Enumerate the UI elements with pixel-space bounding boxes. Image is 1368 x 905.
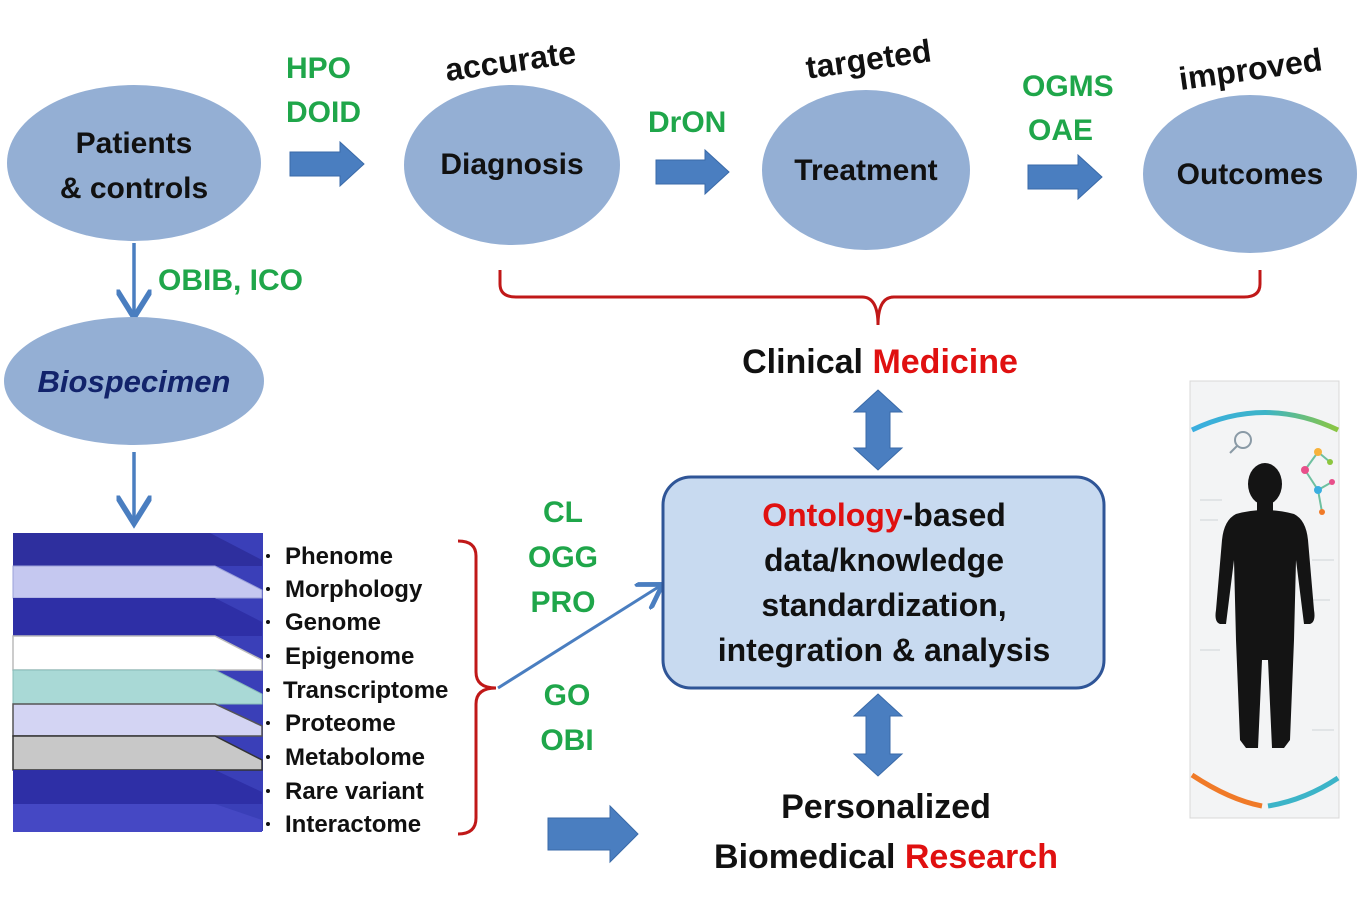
omics-label: Rare variant <box>285 778 424 805</box>
omics-label: Phenome <box>285 543 393 570</box>
omics-labels: Phenome Morphology Genome Epigenome Tran… <box>266 543 448 838</box>
arrow-omics-to-ontology-box <box>497 586 660 690</box>
omics-label: Metabolome <box>285 744 425 771</box>
qualifier-targeted: targeted <box>803 32 933 85</box>
layer-morphology <box>12 565 263 599</box>
omics-label: Genome <box>285 609 381 636</box>
omics-label: Interactome <box>285 811 421 838</box>
diagnosis-label: Diagnosis <box>440 148 583 181</box>
arrow-patients-to-diagnosis <box>289 140 365 188</box>
outcomes-label: Outcomes <box>1177 158 1324 191</box>
outcomes-node <box>1143 95 1357 253</box>
omics-label: Proteome <box>285 710 396 737</box>
magnifier-icon <box>1229 431 1252 454</box>
qualifier-accurate: accurate <box>443 34 578 88</box>
human-image-panel <box>1189 380 1340 819</box>
ontology-obi: OBI <box>540 724 593 757</box>
arrow-to-research <box>547 804 639 864</box>
biospecimen-node <box>4 317 264 445</box>
layer-genome <box>13 598 262 636</box>
ontology-dron: DrON <box>648 106 726 139</box>
double-arrow-ontology-research <box>852 693 904 777</box>
layer-epigenome <box>12 635 263 671</box>
clinical-bracket <box>498 270 1262 326</box>
patients-label-line1: Patients <box>76 127 193 160</box>
omics-label: Transcriptome <box>283 677 448 704</box>
clinical-medicine-title: Clinical Medicine <box>742 343 1018 381</box>
diagnosis-node <box>404 85 620 245</box>
research-line1: Personalized <box>781 788 991 826</box>
clinical-highlight: Medicine <box>872 343 1017 381</box>
biospecimen-label: Biospecimen <box>38 364 231 399</box>
ontology-obib-ico: OBIB, ICO <box>158 264 303 297</box>
treatment-label: Treatment <box>794 154 937 187</box>
ontology-hpo: HPO <box>286 52 351 85</box>
layer-transcriptome <box>12 669 263 705</box>
research-highlight: Research <box>905 838 1058 876</box>
research-prefix: Biomedical <box>714 838 905 876</box>
molecule-icon <box>1301 448 1335 515</box>
omics-layer-stack <box>12 533 263 832</box>
ontology-box-line4: integration & analysis <box>718 632 1051 668</box>
patients-label-line2: & controls <box>60 172 208 205</box>
ontology-box-line2: data/knowledge <box>764 542 1004 578</box>
human-silhouette-icon <box>1215 463 1315 748</box>
ontology-pro: PRO <box>530 586 595 619</box>
research-line2: Biomedical Research <box>714 838 1058 876</box>
layer-proteome <box>12 703 263 737</box>
omics-label: Epigenome <box>285 643 414 670</box>
ontology-go: GO <box>544 679 591 712</box>
ontology-ogg: OGG <box>528 541 598 574</box>
layer-interactome <box>13 804 262 832</box>
ontology-oae: OAE <box>1028 114 1093 147</box>
layer-rare-variant <box>13 770 262 804</box>
double-arrow-clinical-ontology <box>852 389 904 471</box>
ontology-line1-rest: -based <box>903 497 1006 533</box>
layer-phenome <box>13 533 262 566</box>
omics-bracket <box>457 539 497 836</box>
ontology-ogms: OGMS <box>1022 70 1114 103</box>
clinical-prefix: Clinical <box>742 343 872 381</box>
treatment-node <box>762 90 970 250</box>
ontology-box-line1: Ontology-based <box>762 497 1006 533</box>
layer-metabolome <box>12 735 263 771</box>
ontology-doid: DOID <box>286 96 361 129</box>
ontology-box-line3: standardization, <box>761 587 1006 623</box>
ontology-cl: CL <box>543 496 583 529</box>
qualifier-improved: improved <box>1177 41 1325 97</box>
ontology-highlight: Ontology <box>762 497 903 533</box>
arrow-treatment-to-outcomes <box>1027 153 1103 201</box>
arrow-diagnosis-to-treatment <box>655 148 730 196</box>
omics-label: Morphology <box>285 576 423 603</box>
ontology-box <box>661 475 1106 690</box>
patients-node <box>7 85 261 241</box>
